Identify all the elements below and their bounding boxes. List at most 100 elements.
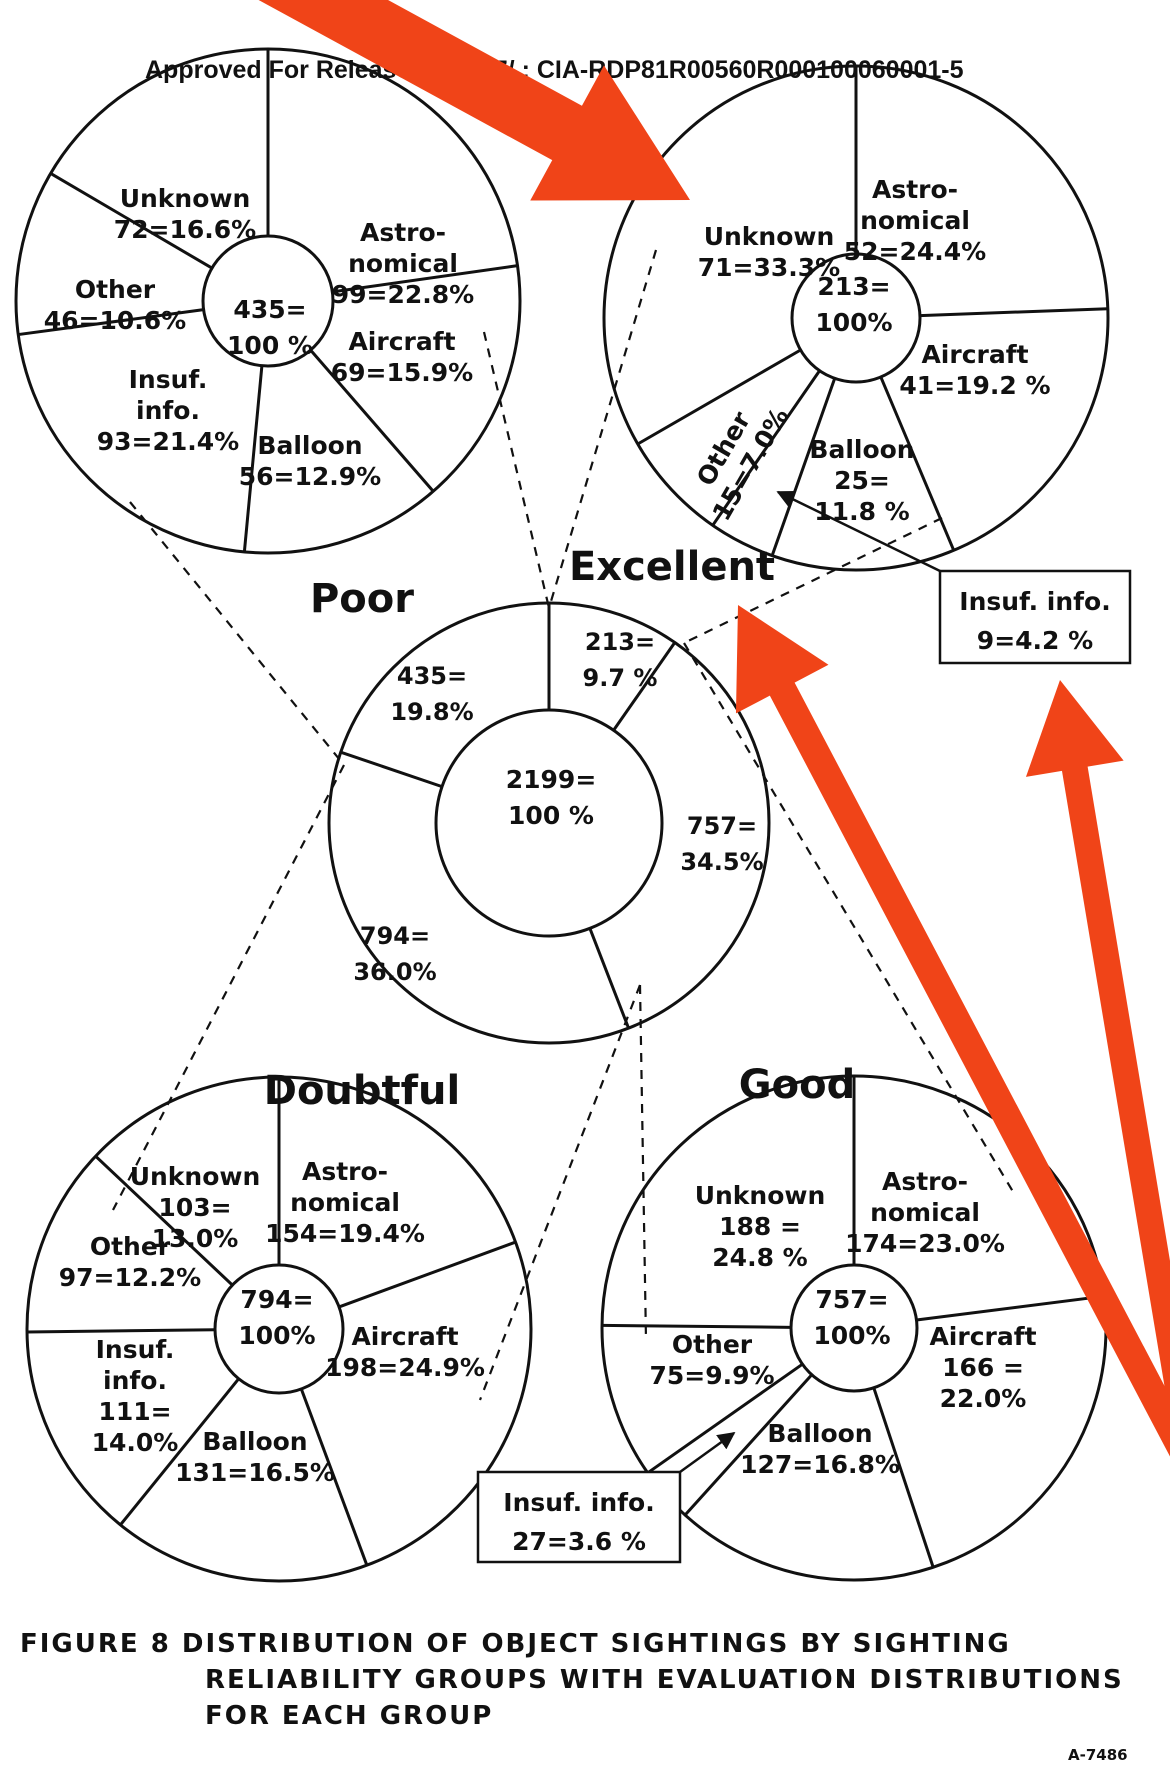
pie-poor-slice-label-line: 46=10.6% (44, 306, 186, 335)
pie-good-slice-label-line: 22.0% (940, 1384, 1027, 1413)
annotation-arrows (258, 0, 1170, 1457)
pie-doubtful-slice-label-line: info. (103, 1366, 167, 1395)
pie-good-slice-label-line: Aircraft (929, 1322, 1036, 1351)
pie-doubtful-slice-label-line: nomical (290, 1188, 400, 1217)
pie-total-slice-label: 794=36.0% (353, 922, 436, 986)
connector-dashed-line (683, 642, 1016, 1196)
pie-excellent-slice-label-line: nomical (860, 206, 970, 235)
pie-total-slice-divider (340, 750, 443, 789)
pie-good-slice-label-line: 127=16.8% (740, 1450, 900, 1479)
group-title-excellent: Excellent (569, 544, 775, 590)
pie-doubtful-slice-label-line: 97=12.2% (59, 1263, 201, 1292)
pie-good-center-label: 757=100% (813, 1285, 890, 1350)
pie-total-slice-label-line: 36.0% (353, 958, 436, 986)
pie-poor-center-label-line: 435= (233, 295, 306, 324)
callout-label: Insuf. info. 27=3.6 % (503, 1488, 654, 1556)
pie-total-slice-label-line: 9.7 % (583, 664, 658, 692)
pie-good-slice-label-line: 75=9.9% (649, 1361, 774, 1390)
pie-poor-slice-label-line: info. (136, 396, 200, 425)
red-annotation-arrow (735, 605, 1170, 1457)
pie-total-slice-label: 757=34.5% (680, 812, 763, 876)
figure-caption: FIGURE 8 DISTRIBUTION OF OBJECT SIGHTING… (20, 1629, 1122, 1731)
connector-dashed-line (478, 984, 642, 1401)
pie-excellent-slice-divider (711, 369, 821, 527)
pie-excellent-center-label-line: 213= (817, 272, 890, 301)
pie-poor-slice-label-line: 72=16.6% (114, 215, 256, 244)
callouts: Insuf. info. 9=4.2 % Insuf. info. 27=3.6 % (476, 490, 1132, 1564)
pie-poor-slice-label-line: 93=21.4% (97, 427, 239, 456)
pie-total-center-label-line: 2199= (506, 765, 597, 794)
pie-excellent-slice-label-line: 41=19.2 % (899, 371, 1050, 400)
callout-label-line: 27=3.6 % (512, 1527, 646, 1556)
red-annotation-arrow (1025, 680, 1170, 1403)
pie-poor-slice-label-line: Other (75, 275, 156, 304)
callout-pointer (679, 1431, 736, 1474)
pie-good-slice-label-line: 174=23.0% (845, 1229, 1005, 1258)
pie-doubtful-slice-label-line: 154=19.4% (265, 1219, 425, 1248)
pie-doubtful-center-label: 794=100% (238, 1285, 315, 1350)
pie-poor-slice-label-line: 69=15.9% (331, 358, 473, 387)
pie-good-slice-label-line: Unknown (695, 1181, 826, 1210)
connector-dashed-line (482, 331, 551, 609)
figure-code: A-7486 (1068, 1746, 1128, 1764)
pie-poor-slice-label-line: 99=22.8% (332, 280, 474, 309)
pie-good-slice-label-line: Balloon (767, 1419, 872, 1448)
group-title-good: Good (739, 1062, 855, 1108)
pie-poor-center-label-line: 100 % (227, 331, 313, 360)
pie-excellent-slice-label-line: Unknown (704, 222, 835, 251)
pie-doubtful-slice-label-line: Aircraft (351, 1322, 458, 1351)
pie-good-slice-label-line: nomical (870, 1198, 980, 1227)
pie-total-slice-label-line: 34.5% (680, 848, 763, 876)
pie-doubtful-slice-label-line: 111= (98, 1397, 171, 1426)
callout-good-insuf-info: Insuf. info. 27=3.6 % (476, 1431, 736, 1564)
pie-total-slice-label: 213= 9.7 % (583, 628, 658, 692)
pie-excellent-slice-label-line: 52=24.4% (844, 237, 986, 266)
caption-line-3: FOR EACH GROUP (205, 1701, 493, 1731)
callout-label-line: Insuf. info. (503, 1488, 654, 1517)
pie-excellent-slice-label-line: Balloon (809, 435, 914, 464)
pie-doubtful-slice-divider (338, 1240, 517, 1309)
pie-poor-slice-divider (309, 349, 435, 493)
pie-doubtful-slice-label-line: Balloon (202, 1427, 307, 1456)
pie-poor-slice-label-line: 56=12.9% (239, 462, 381, 491)
pie-poor-slice-divider (18, 308, 204, 337)
pie-excellent-slice-label-line: Astro- (872, 175, 958, 204)
pie-total-slice-label-line: 213= (585, 628, 655, 656)
pie-doubtful-slice-label-line: 103= (158, 1193, 231, 1222)
pie-excellent-slice-label-line: 25= (834, 466, 890, 495)
pie-poor-slice-label-line: Aircraft (348, 327, 455, 356)
connector-dashed-line (129, 501, 345, 766)
pie-poor-slice-divider (242, 365, 264, 553)
pie-poor-slice-divider (332, 264, 518, 294)
pie-good-slice-divider (916, 1294, 1105, 1322)
caption-line-1: FIGURE 8 DISTRIBUTION OF OBJECT SIGHTING… (20, 1629, 1011, 1659)
pie-charts: 213=9.7 %757=34.5%794=36.0%435=19.8%2199… (14, 47, 1110, 1583)
pie-poor-slice-label: Insuf.info.93=21.4% (97, 365, 239, 456)
pie-good-center-label-line: 757= (815, 1285, 888, 1314)
pie-good-slice-label-line: 188 = (719, 1212, 801, 1241)
red-annotation-arrow (258, 0, 690, 201)
document-header: Approved For Release 2005/07/ : CIA-RDP8… (145, 56, 964, 84)
callout-label-line: 9=4.2 % (977, 626, 1093, 655)
connector-dashed-line (638, 984, 648, 1341)
pie-total-slice-divider (612, 641, 677, 732)
connector-dashed-line (683, 517, 943, 644)
pie-poor-slice-label-line: nomical (348, 249, 458, 278)
